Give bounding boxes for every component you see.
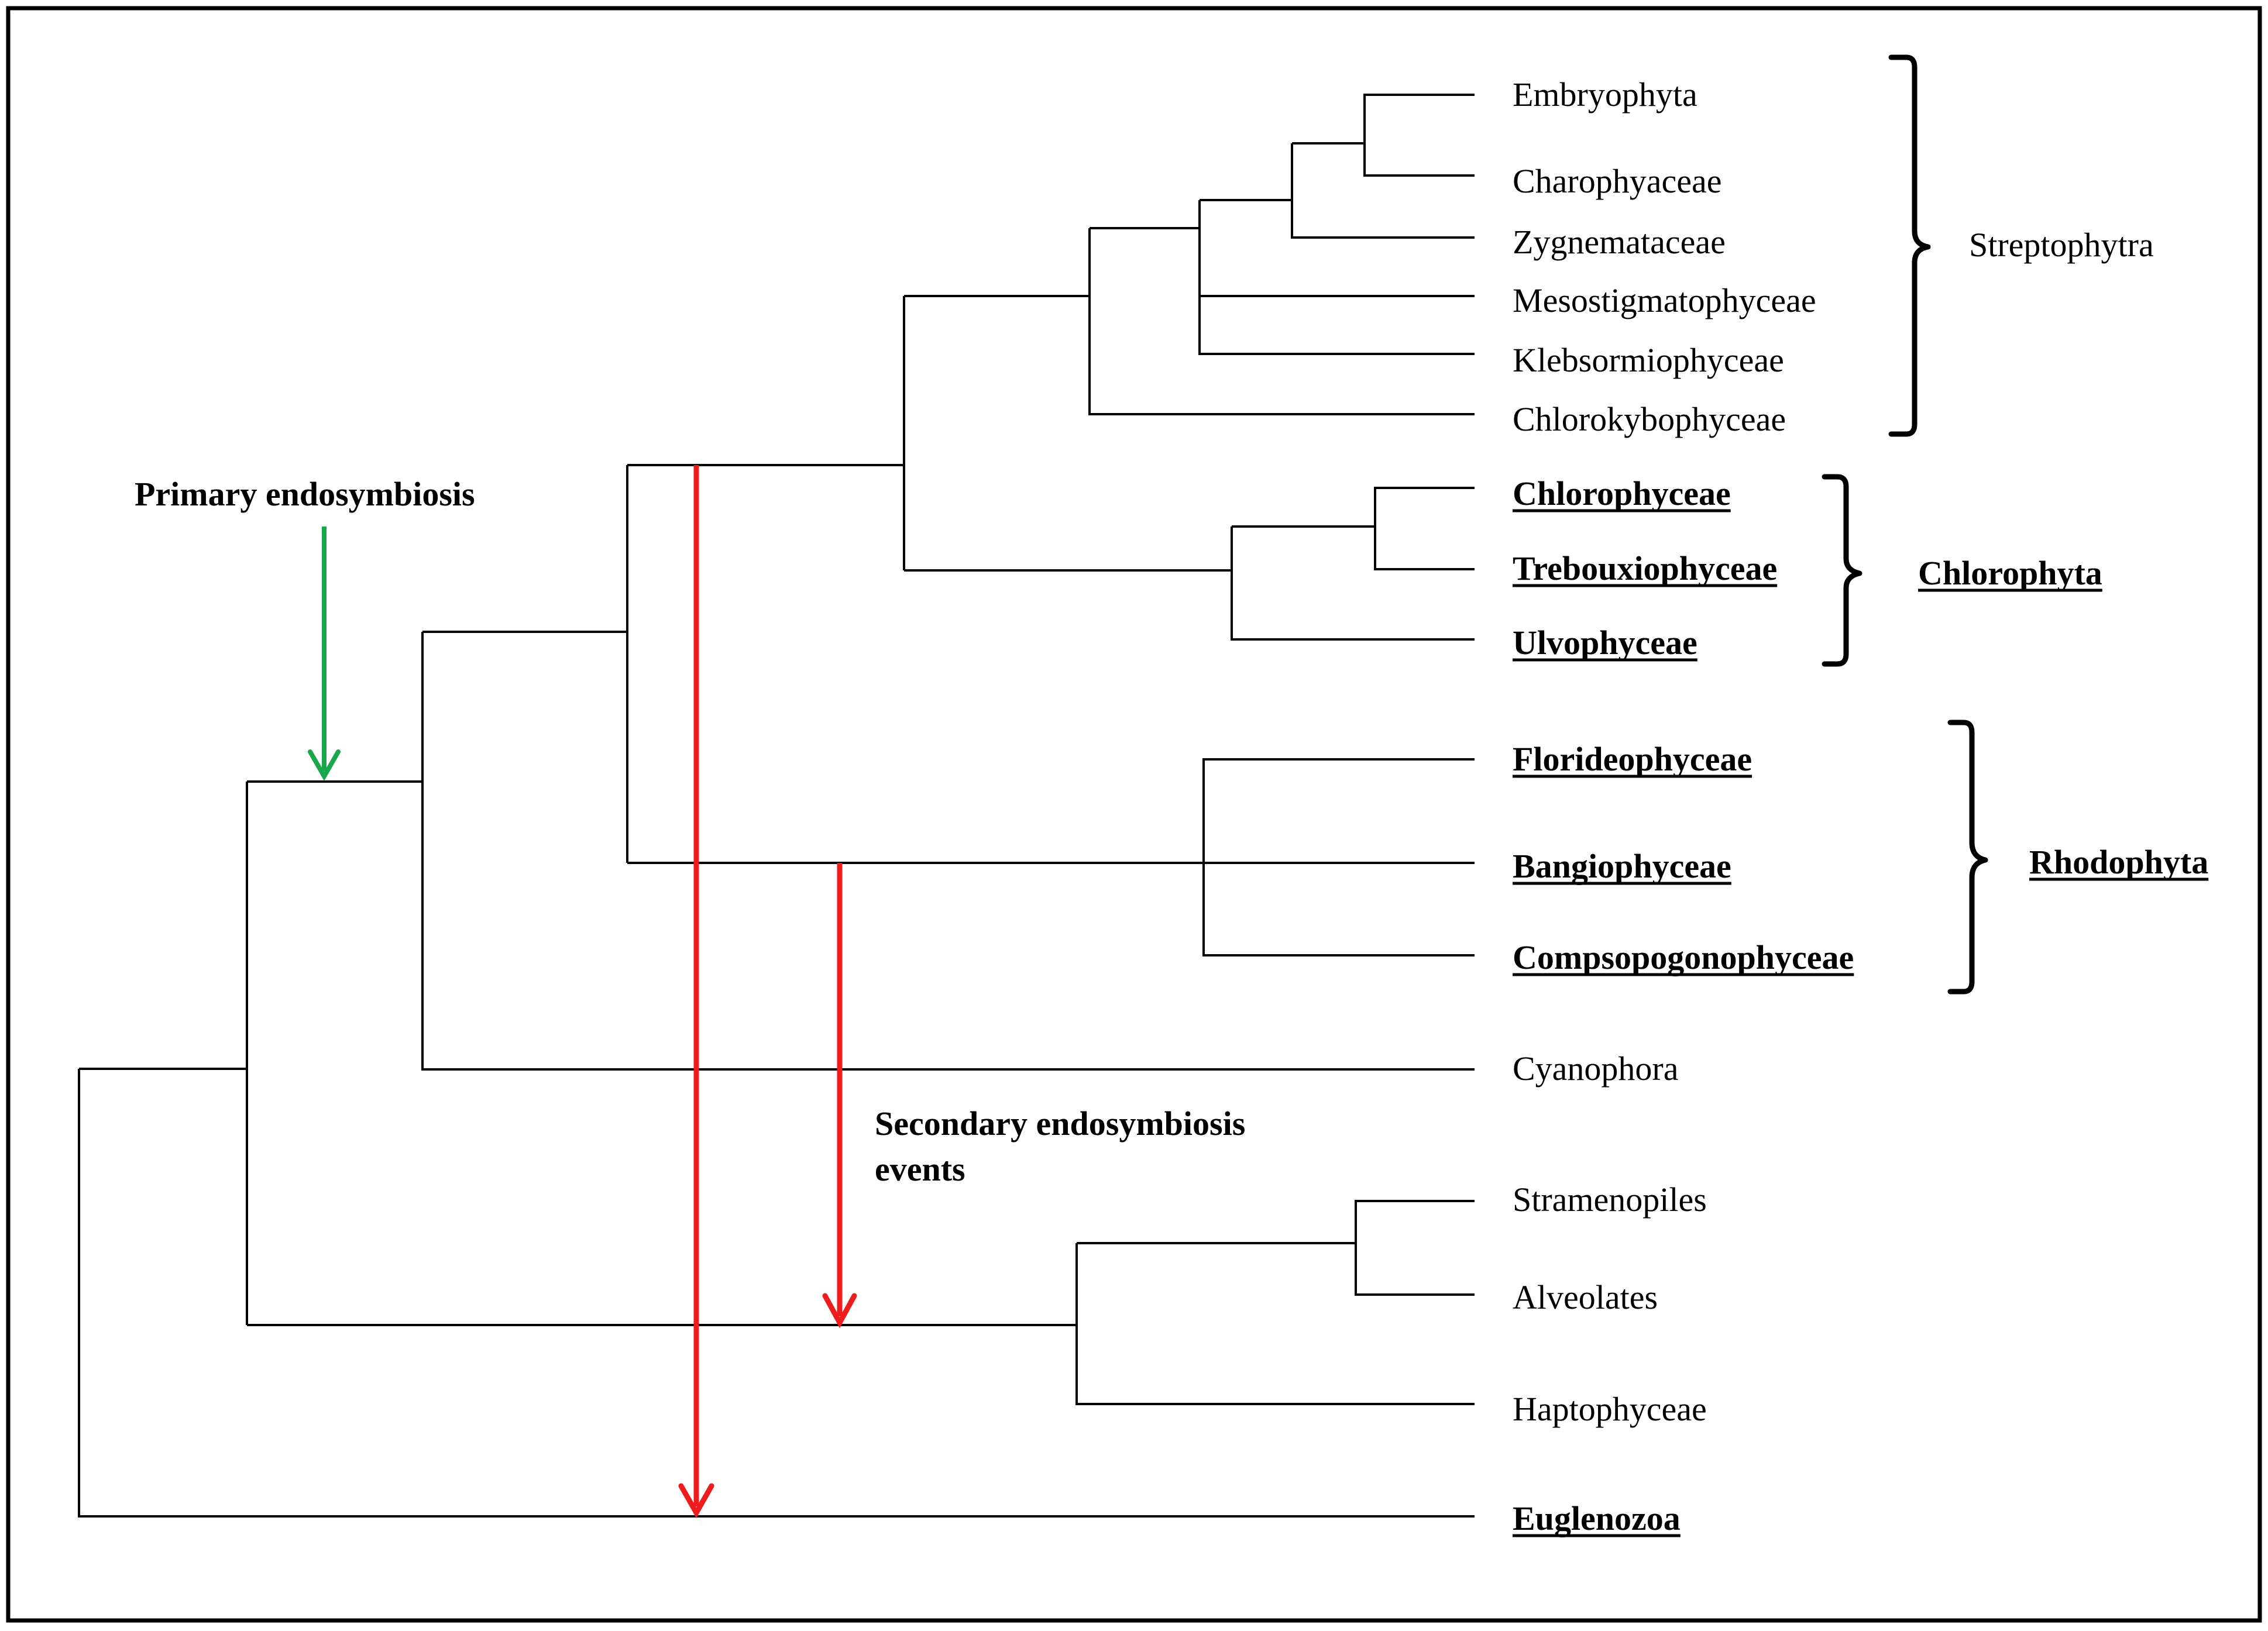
annotation-secondary-endosymbiosis-line1: Secondary endosymbiosis xyxy=(875,1104,1245,1143)
taxon-labels: Embryophyta Charophyaceae Zygnemataceae … xyxy=(1513,75,1854,1537)
branch-mesostig-klebsorm xyxy=(1090,200,1475,355)
group-label-rhodophyta: Rhodophyta xyxy=(2029,843,2208,881)
annotation-primary-endosymbiosis: Primary endosymbiosis xyxy=(135,475,475,513)
label-charophyceae: Charophyaceae xyxy=(1513,162,1721,200)
secondary-endosymbiosis-arrow-euglenozoa xyxy=(678,465,714,1519)
label-trebouxiophyceae: Trebouxiophyceae xyxy=(1513,549,1777,587)
branch-zygnemataceae xyxy=(1200,143,1475,239)
group-label-streptophyta: Streptophytra xyxy=(1969,226,2154,264)
label-bangiophyceae: Bangiophyceae xyxy=(1513,847,1731,885)
branch-chlorokybophyceae xyxy=(904,228,1475,415)
label-ulvophyceae: Ulvophyceae xyxy=(1513,624,1697,662)
branch-rhodophyta xyxy=(627,758,1475,956)
branch-ulvophyceae xyxy=(904,527,1475,641)
streptophyta-brace xyxy=(1888,54,1931,437)
label-alveolates: Alveolates xyxy=(1513,1278,1658,1316)
secondary-endosymbiosis-arrow-chromalveolates xyxy=(822,863,857,1329)
rhodophyta-brace xyxy=(1947,720,1988,995)
label-florideophyceae: Florideophyceae xyxy=(1513,740,1752,778)
branch-cyanophora xyxy=(247,632,1475,1071)
tree-branches xyxy=(78,94,1475,1518)
branch-embryophyta-charophyceae xyxy=(1292,94,1475,177)
branch-root-euglenozoa xyxy=(78,1069,1475,1518)
branch-green-lineage xyxy=(627,296,905,570)
label-zygnemataceae: Zygnemataceae xyxy=(1513,223,1726,261)
diagram-frame xyxy=(6,6,2262,1623)
branch-chlorophyceae-trebouxiophyceae xyxy=(1232,487,1475,570)
chlorophyta-brace xyxy=(1822,474,1862,667)
label-haptophyceae: Haptophyceae xyxy=(1513,1390,1707,1428)
branch-haptophyceae xyxy=(247,1243,1475,1405)
annotation-secondary-endosymbiosis-line2: events xyxy=(875,1150,965,1188)
branch-plastid-lineages xyxy=(79,782,248,1325)
label-compsopogonophyceae: Compsopogonophyceae xyxy=(1513,938,1854,976)
label-chlorophyceae: Chlorophyceae xyxy=(1513,474,1731,512)
label-stramenopiles: Stramenopiles xyxy=(1513,1181,1707,1219)
branch-stramenopiles-alveolates xyxy=(1077,1200,1475,1296)
label-chlorokybophyceae: Chlorokybophyceae xyxy=(1513,400,1786,438)
group-label-chlorophyta: Chlorophyta xyxy=(1918,554,2102,592)
label-mesostigmatophyceae: Mesostigmatophyceae xyxy=(1513,281,1816,319)
branch-archaeplastida-core xyxy=(422,465,628,863)
label-euglenozoa: Euglenozoa xyxy=(1513,1499,1681,1537)
label-cyanophora: Cyanophora xyxy=(1513,1050,1679,1088)
label-embryophyta: Embryophyta xyxy=(1513,75,1697,113)
label-klebsormiophyceae: Klebsormiophyceae xyxy=(1513,341,1784,379)
primary-endosymbiosis-arrow xyxy=(308,527,341,782)
